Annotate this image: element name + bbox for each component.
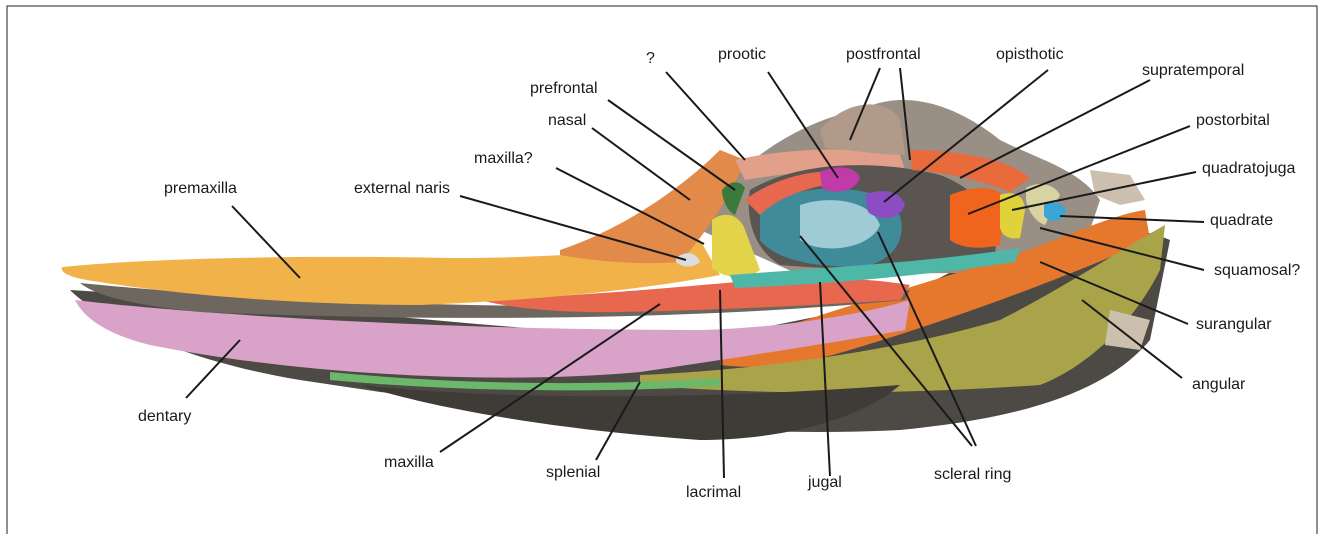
label-maxilla-q: maxilla? [474, 150, 533, 168]
postorbital-bone [950, 188, 1005, 248]
leader-question [666, 72, 745, 160]
label-prefrontal: prefrontal [530, 80, 598, 98]
label-quadratojugal: quadratojuga [1202, 160, 1295, 178]
label-supratemporal: supratemporal [1142, 62, 1244, 80]
label-premaxilla: premaxilla [164, 180, 237, 198]
label-nasal: nasal [548, 112, 586, 130]
label-scleral-ring: scleral ring [934, 466, 1011, 484]
label-quadrate: quadrate [1210, 212, 1273, 230]
label-jugal: jugal [808, 474, 842, 492]
leader-prefrontal [608, 100, 735, 190]
label-splenial: splenial [546, 464, 600, 482]
label-external-naris: external naris [354, 180, 450, 198]
label-opisthotic: opisthotic [996, 46, 1064, 64]
label-prootic: prootic [718, 46, 766, 64]
label-angular: angular [1192, 376, 1245, 394]
label-lacrimal: lacrimal [686, 484, 741, 502]
label-dentary: dentary [138, 408, 191, 426]
label-postorbital: postorbital [1196, 112, 1270, 130]
label-squamosal-q: squamosal? [1214, 262, 1300, 280]
label-postfrontal: postfrontal [846, 46, 921, 64]
leader-nasal [592, 128, 690, 200]
label-question: ? [646, 50, 655, 68]
label-surangular: surangular [1196, 316, 1272, 334]
label-maxilla: maxilla [384, 454, 434, 472]
leader-supratemporal [960, 80, 1150, 178]
